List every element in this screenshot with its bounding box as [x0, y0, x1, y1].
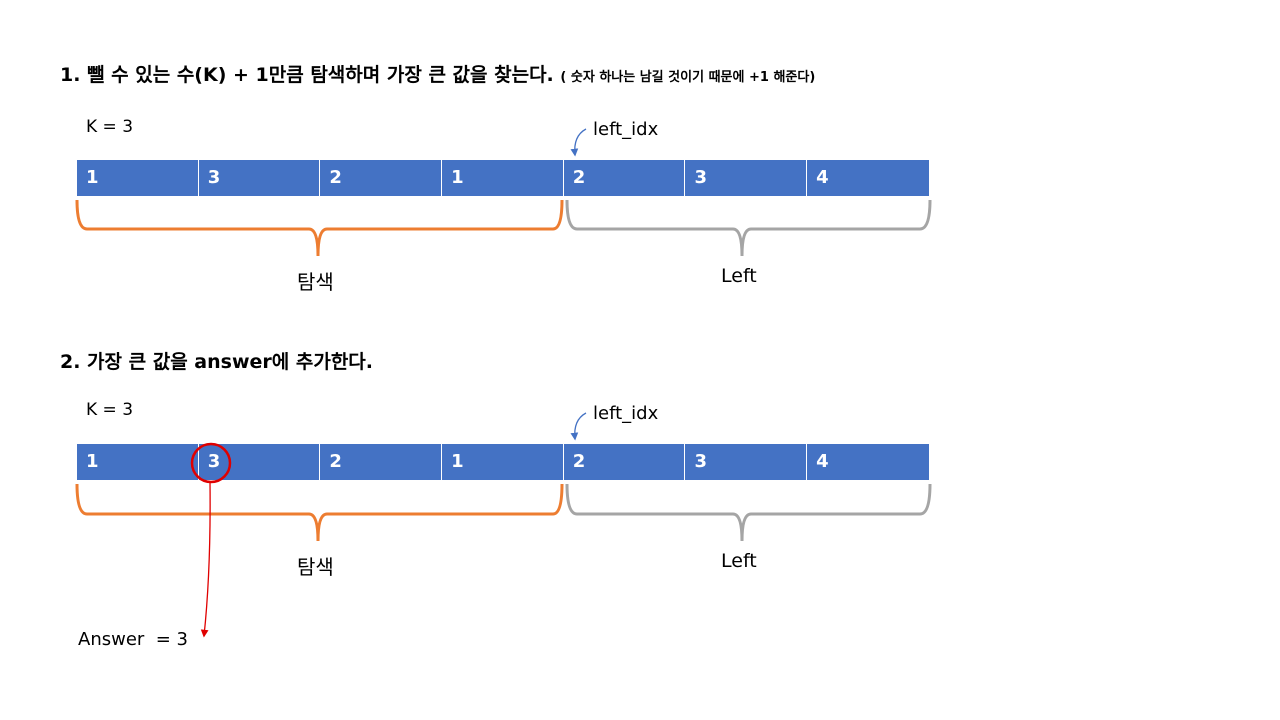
array-cell: 3	[685, 160, 808, 196]
array-cell: 4	[816, 451, 829, 472]
step1-left-idx-label: left_idx	[593, 119, 659, 140]
step1-left-label: Left	[721, 265, 757, 287]
step2-k-label: K = 3	[86, 400, 134, 420]
step1-search-label: 탐색	[297, 270, 334, 294]
step2-array: 1 3 2 1 2 3 4	[77, 444, 929, 480]
step2-search-label: 탐색	[297, 555, 334, 579]
step1-pointer-arrow	[570, 128, 587, 157]
answer-arrow	[200, 481, 211, 638]
array-cell: 1	[77, 160, 199, 196]
array-cell: 3	[199, 444, 321, 480]
step1-heading-text: 1. 뺄 수 있는 수(K) + 1만큼 탐색하며 가장 큰 값을 찾는다.	[60, 64, 554, 86]
step1-k-label: K = 3	[86, 117, 134, 137]
array-cell: 2	[320, 160, 443, 196]
array-cell: 1	[442, 444, 564, 480]
step2-heading-text: 2. 가장 큰 값을 answer에 추가한다.	[60, 351, 373, 373]
step1-heading: 1. 뺄 수 있는 수(K) + 1만큼 탐색하며 가장 큰 값을 찾는다. (…	[60, 60, 815, 87]
step2-pointer-arrow	[570, 412, 587, 441]
array-cell: 3	[685, 444, 808, 480]
step2-left-brace	[565, 483, 932, 542]
step1-array: 1 3 2 1 2 3 4	[77, 160, 929, 196]
step1-left-brace	[565, 199, 932, 257]
step1-heading-note: ( 숫자 하나는 남길 것이기 때문에 +1 해준다)	[560, 70, 816, 85]
highlight-circle	[190, 442, 232, 484]
answer-label: Answer = 3	[78, 629, 188, 650]
step2-search-brace	[75, 483, 564, 542]
step2-left-label: Left	[721, 550, 757, 572]
array-cell: 1	[442, 160, 564, 196]
step2-left-idx-label: left_idx	[593, 403, 659, 424]
array-cell: 4	[816, 167, 829, 188]
array-cell: 2	[564, 160, 686, 196]
array-cell: 3	[199, 160, 321, 196]
array-cell: 1	[77, 444, 199, 480]
step2-heading: 2. 가장 큰 값을 answer에 추가한다.	[60, 347, 373, 374]
array-cell: 2	[320, 444, 443, 480]
array-cell: 2	[564, 444, 686, 480]
step1-search-brace	[75, 199, 564, 257]
